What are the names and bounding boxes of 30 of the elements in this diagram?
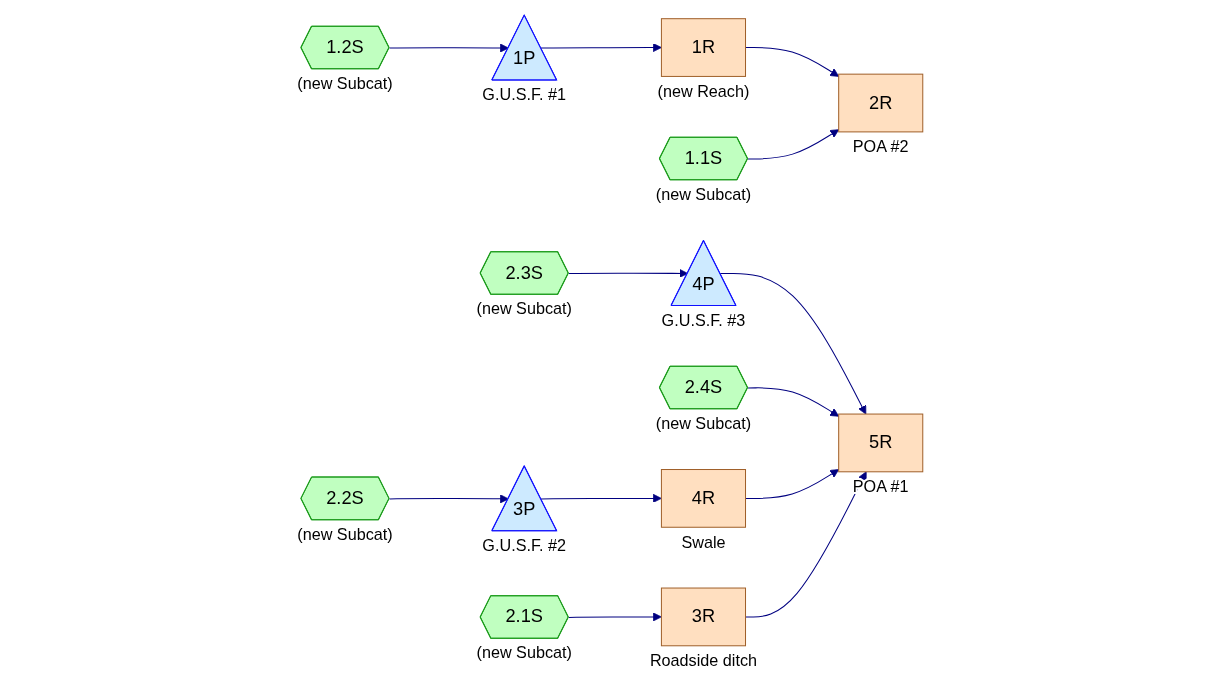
- node-caption: G.U.S.F. #1: [482, 85, 567, 104]
- arrow: [745, 471, 867, 618]
- arrow: [389, 494, 509, 504]
- node-caption: Roadside ditch: [649, 651, 757, 670]
- node-caption: (new Subcat): [476, 299, 572, 318]
- node-box: 5R: [838, 413, 924, 473]
- arrow: [568, 268, 689, 278]
- node-box: 3R: [660, 587, 746, 647]
- arrow: [747, 129, 840, 160]
- arrow: [745, 469, 840, 499]
- node-caption: POA #2: [852, 137, 909, 156]
- arrow: [719, 272, 867, 415]
- node-caption: (new Reach): [657, 81, 750, 100]
- node-caption: (new Subcat): [476, 643, 572, 662]
- node-caption: (new Subcat): [655, 185, 752, 203]
- arrow: [745, 47, 840, 77]
- node-caption: (new Subcat): [655, 414, 752, 432]
- arrow: [540, 43, 662, 52]
- node-caption: G.U.S.F. #3: [661, 310, 746, 329]
- arrow: [568, 612, 662, 622]
- node-box: 2R: [838, 73, 924, 133]
- node-box: 4R: [660, 469, 746, 528]
- arrow: [540, 493, 662, 503]
- node-caption: (new Subcat): [297, 74, 393, 93]
- arrow: [747, 387, 840, 417]
- node-caption: (new Subcat): [297, 524, 393, 543]
- node-caption: Swale: [681, 532, 726, 551]
- arrow: [389, 43, 509, 53]
- node-caption: G.U.S.F. #2: [482, 536, 567, 555]
- node-box: 1R: [660, 18, 746, 77]
